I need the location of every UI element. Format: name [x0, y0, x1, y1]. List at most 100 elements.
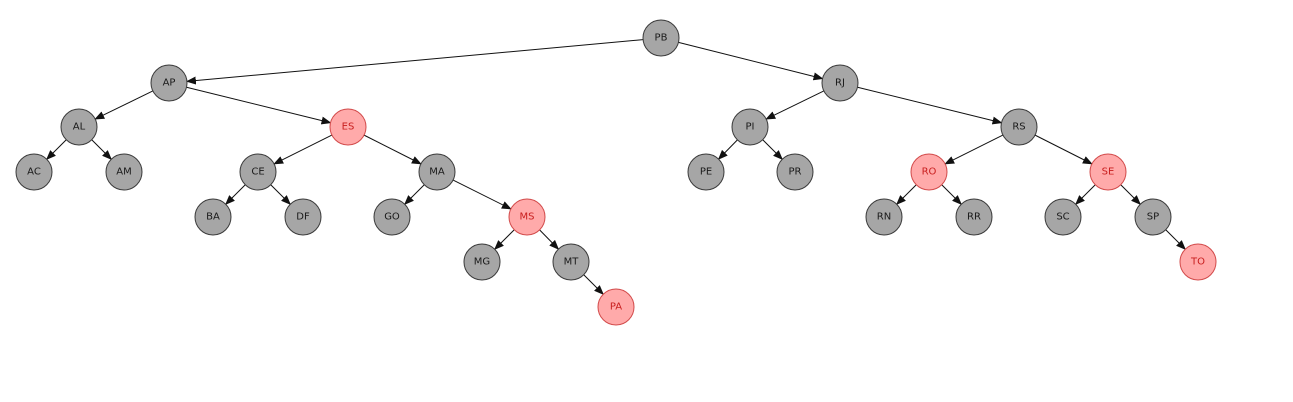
- tree-node-mg: MG: [463, 243, 501, 281]
- edge-ap-al: [94, 90, 154, 120]
- nodes-layer: PB AP RJ AL ES AC AM CE MA BA DF GO MS MG MT PA PI RS PE PR…: [15, 19, 1217, 326]
- tree-node-sc: SC: [1044, 198, 1082, 236]
- edge-rs-se: [1034, 134, 1093, 165]
- node-label: RN: [877, 212, 891, 223]
- edge-al-am: [91, 139, 112, 160]
- edge-ap-es: [186, 86, 332, 125]
- node-circle: [1000, 108, 1038, 146]
- edge-al-ac: [46, 139, 67, 160]
- tree-node-ms: MS: [508, 198, 546, 236]
- node-label: AM: [116, 167, 131, 178]
- edge-ma-ms: [452, 179, 512, 210]
- edge-pi-pr: [762, 139, 783, 160]
- node-label: MS: [520, 212, 535, 223]
- tree-node-pb: PB: [642, 19, 680, 57]
- node-label: RS: [1012, 122, 1025, 133]
- node-label: DF: [296, 212, 310, 223]
- node-circle: [955, 198, 993, 236]
- node-label: ES: [342, 122, 355, 133]
- node-circle: [1044, 198, 1082, 236]
- tree-node-mt: MT: [552, 243, 590, 281]
- edge-ms-mt: [539, 229, 560, 250]
- edge-ce-ba: [225, 184, 246, 205]
- tree-node-go: GO: [373, 198, 411, 236]
- node-circle: [463, 243, 501, 281]
- tree-node-ma: MA: [418, 153, 456, 191]
- node-circle: [687, 153, 725, 191]
- tree-node-pa: PA: [597, 288, 635, 326]
- node-label: PE: [700, 167, 712, 178]
- node-circle: [329, 108, 367, 146]
- node-circle: [508, 198, 546, 236]
- node-circle: [15, 153, 53, 191]
- node-label: TO: [1190, 257, 1205, 268]
- tree-node-rn: RN: [865, 198, 903, 236]
- edge-es-ce: [273, 134, 333, 165]
- node-label: PB: [655, 33, 668, 44]
- tree-node-am: AM: [105, 153, 143, 191]
- tree-node-se: SE: [1089, 153, 1127, 191]
- node-circle: [865, 198, 903, 236]
- tree-node-pi: PI: [731, 108, 769, 146]
- node-label: AL: [73, 122, 86, 133]
- edge-ro-rn: [896, 184, 917, 205]
- node-label: RO: [922, 167, 937, 178]
- node-circle: [1089, 153, 1127, 191]
- tree-node-ba: BA: [194, 198, 232, 236]
- node-label: AC: [27, 167, 41, 178]
- node-circle: [910, 153, 948, 191]
- node-label: GO: [384, 212, 400, 223]
- node-label: BA: [206, 212, 220, 223]
- node-circle: [731, 108, 769, 146]
- node-circle: [1134, 198, 1172, 236]
- node-circle: [821, 64, 859, 102]
- edge-mt-pa: [583, 274, 604, 295]
- tree-node-rs: RS: [1000, 108, 1038, 146]
- tree-node-ap: AP: [150, 64, 188, 102]
- node-circle: [597, 288, 635, 326]
- tree-node-ac: AC: [15, 153, 53, 191]
- edge-pb-ap: [185, 39, 644, 85]
- node-circle: [105, 153, 143, 191]
- tree-node-rj: RJ: [821, 64, 859, 102]
- edge-pb-rj: [678, 41, 824, 81]
- tree-node-sp: SP: [1134, 198, 1172, 236]
- tree-node-es: ES: [329, 108, 367, 146]
- node-label: PI: [746, 122, 755, 133]
- node-label: RR: [967, 212, 981, 223]
- edge-se-sp: [1120, 184, 1141, 205]
- edge-rs-ro: [944, 134, 1004, 165]
- tree-node-df: DF: [284, 198, 322, 236]
- edge-se-sc: [1075, 184, 1096, 205]
- node-label: SP: [1147, 212, 1159, 223]
- node-label: PA: [610, 302, 622, 313]
- tree-node-to: TO: [1179, 243, 1217, 281]
- node-circle: [1179, 243, 1217, 281]
- tree-node-pe: PE: [687, 153, 725, 191]
- tree-node-ce: CE: [239, 153, 277, 191]
- edge-ce-df: [270, 184, 291, 205]
- node-circle: [776, 153, 814, 191]
- node-label: CE: [251, 167, 264, 178]
- edges-layer: [46, 39, 1186, 295]
- edge-rj-pi: [765, 90, 825, 120]
- tree-node-ro: RO: [910, 153, 948, 191]
- node-circle: [194, 198, 232, 236]
- node-circle: [642, 19, 680, 57]
- edge-pi-pe: [717, 139, 738, 160]
- node-circle: [239, 153, 277, 191]
- node-label: PR: [789, 167, 802, 178]
- node-circle: [373, 198, 411, 236]
- node-label: MA: [429, 167, 445, 178]
- tree-node-pr: PR: [776, 153, 814, 191]
- node-circle: [150, 64, 188, 102]
- edge-es-ma: [363, 134, 422, 165]
- node-label: RJ: [835, 78, 845, 89]
- edge-rj-rs: [857, 86, 1003, 125]
- node-circle: [284, 198, 322, 236]
- node-label: MG: [474, 257, 490, 268]
- node-label: SE: [1102, 167, 1115, 178]
- node-circle: [418, 153, 456, 191]
- edge-sp-to: [1165, 229, 1186, 250]
